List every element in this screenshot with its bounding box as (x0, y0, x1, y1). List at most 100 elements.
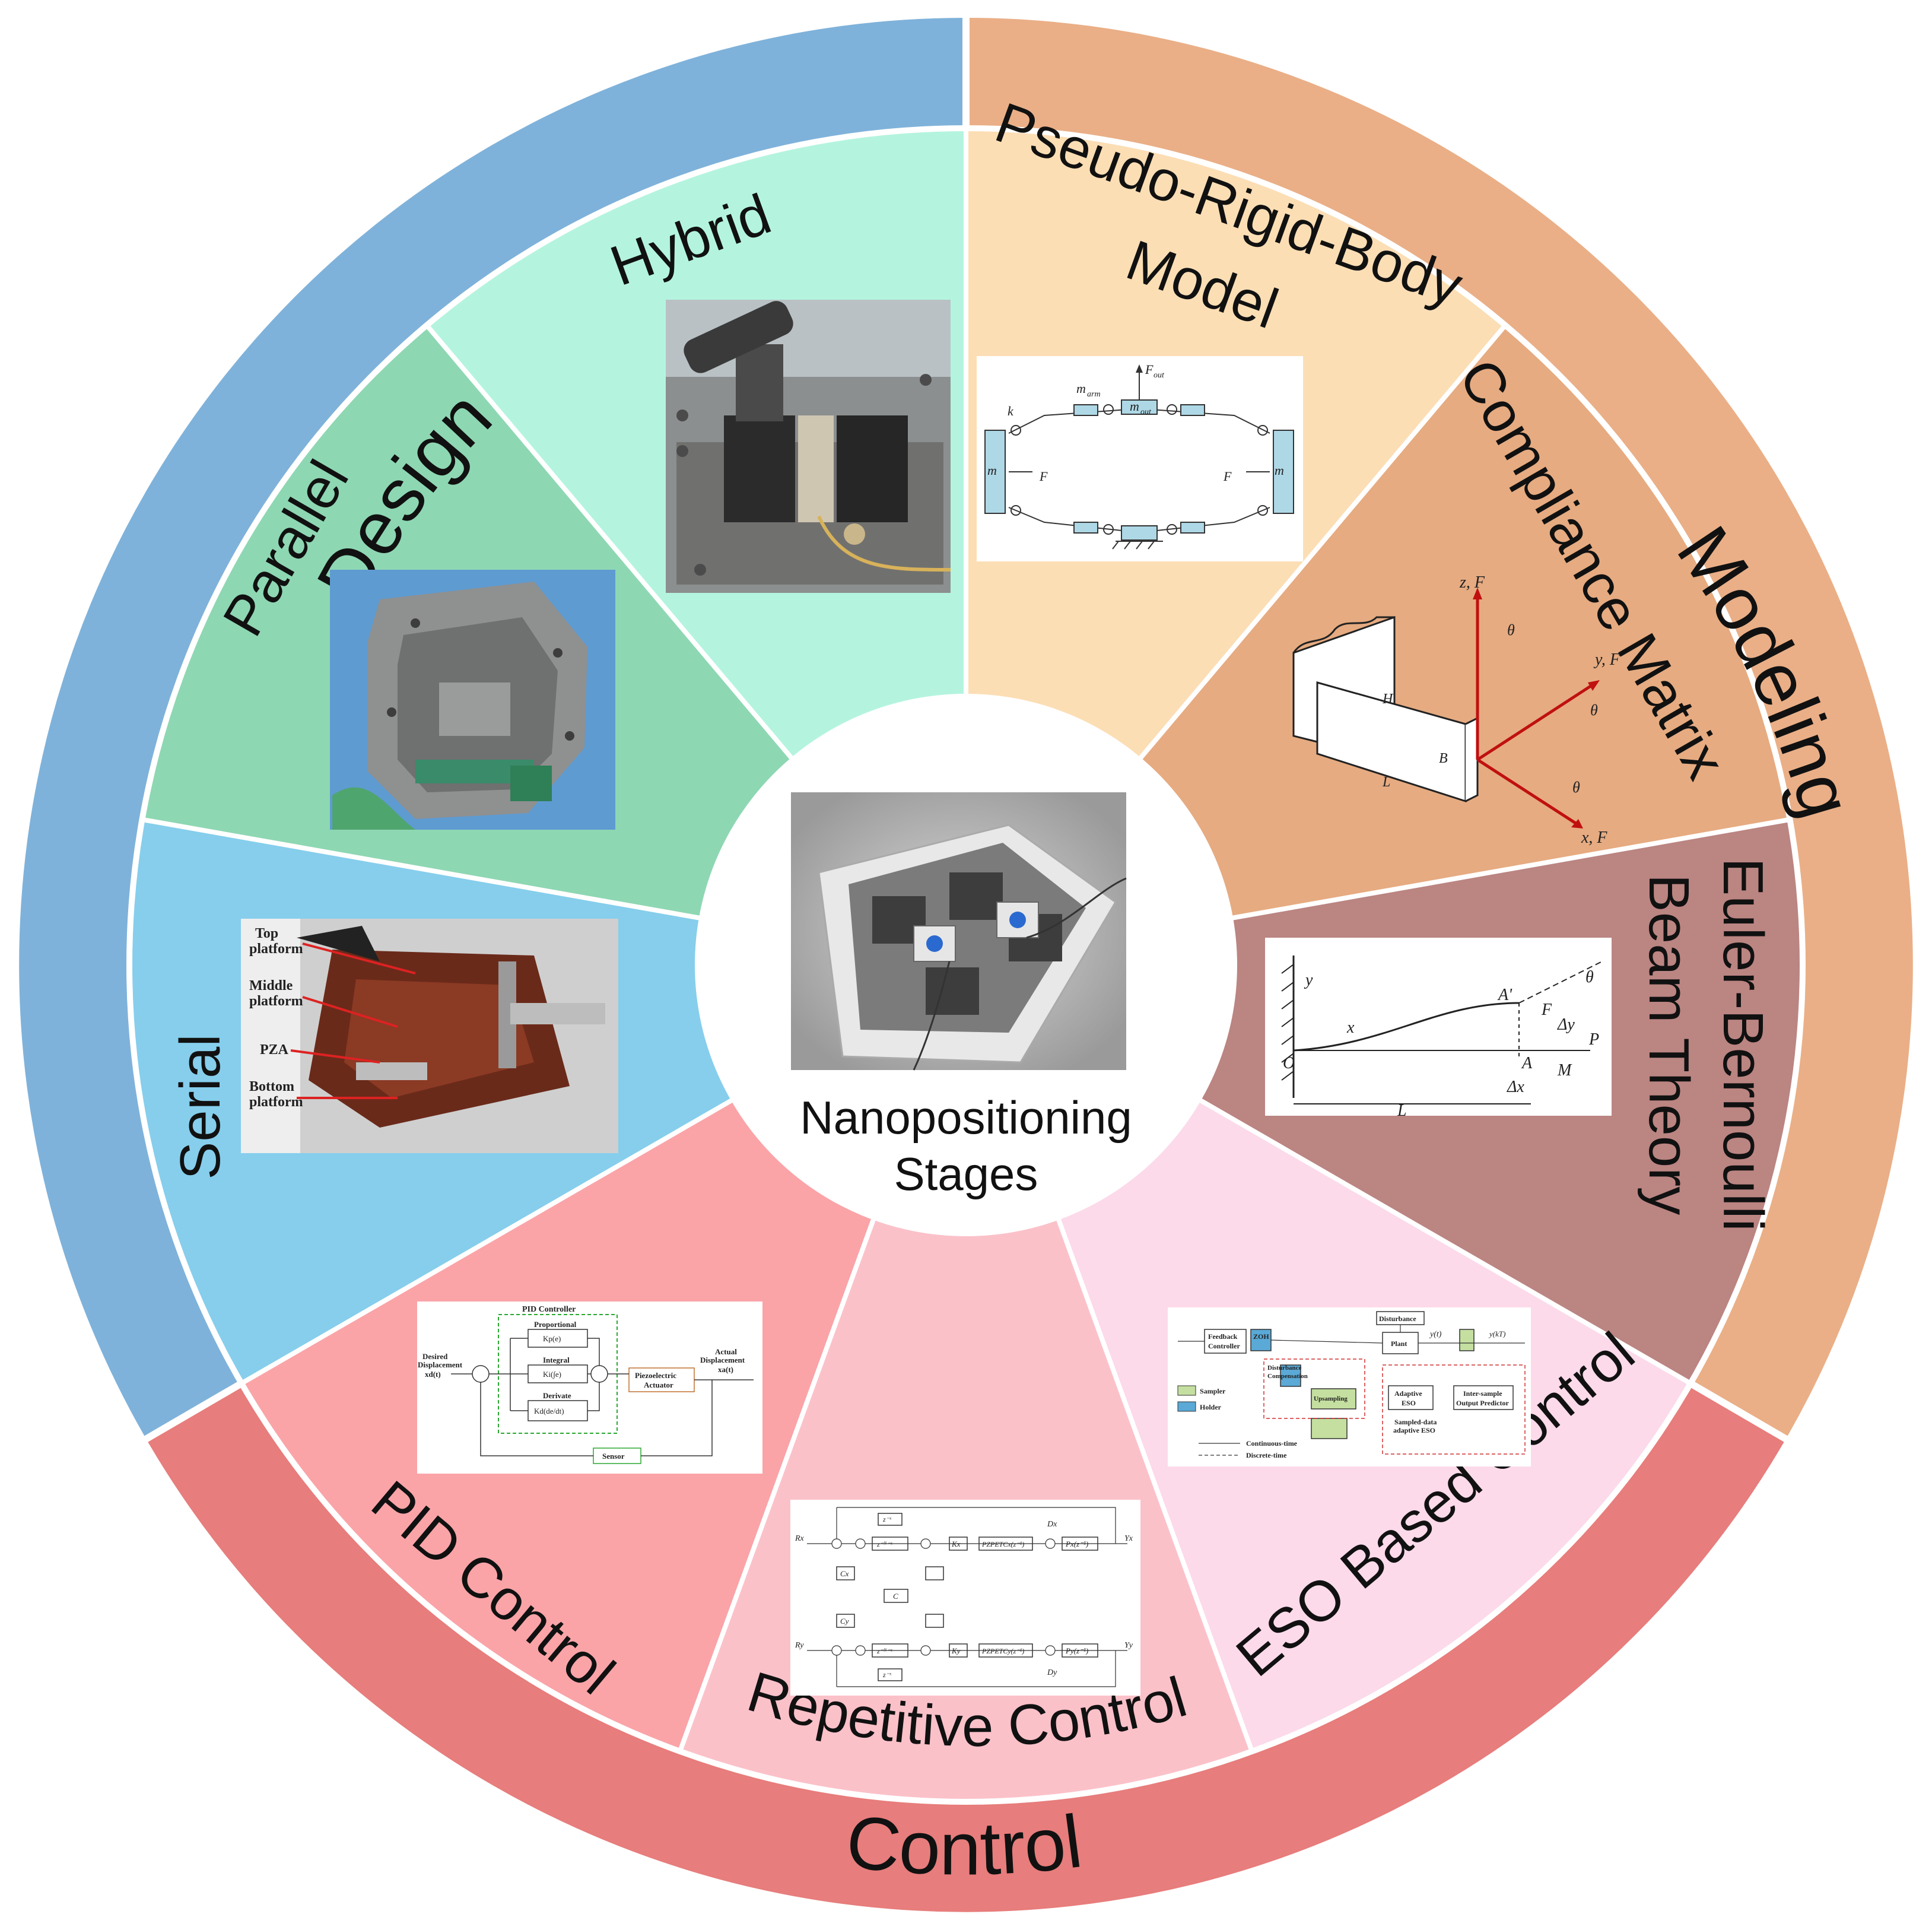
compliance-theta-z: θ (1507, 621, 1515, 639)
euler-theta: θ (1585, 968, 1594, 986)
eso-zoh: ZOH (1253, 1332, 1269, 1341)
pid-title: PID Controller (522, 1305, 576, 1314)
serial-top-label: Top (255, 926, 278, 941)
euler-y: y (1304, 971, 1313, 989)
serial-bottom-label: Bottom (249, 1079, 294, 1094)
pid-xd: xd(t) (425, 1370, 441, 1379)
pid-actuator-2: Actuator (644, 1380, 673, 1389)
euler-O: O (1283, 1054, 1295, 1072)
eso-inter-2: Output Predictor (1456, 1399, 1509, 1407)
rc-px: Px(z⁻¹) (1065, 1539, 1088, 1548)
euler-M: M (1557, 1061, 1572, 1080)
pid-integral: Integral (543, 1356, 570, 1364)
eso-feedback-2: Controller (1208, 1342, 1240, 1350)
prbm-mout: m (1130, 399, 1139, 414)
compliance-B: B (1439, 751, 1448, 766)
pid-kd: Kd(de/dt) (534, 1407, 564, 1415)
parallel-stage-photo (330, 570, 615, 830)
euler-F: F (1541, 1001, 1552, 1019)
compliance-x: x, F (1581, 828, 1607, 847)
pid-derivate: Derivate (543, 1391, 571, 1400)
serial-stage-photo: Top platform Middle platform PZA Bottom … (241, 919, 618, 1153)
compliance-z: z, F (1459, 573, 1485, 592)
prbm-marm-sub: arm (1087, 390, 1101, 399)
compliance-theta-x: θ (1572, 779, 1580, 796)
euler-x: x (1346, 1018, 1355, 1037)
rc-ry: Ry (795, 1641, 804, 1650)
serial-pza-label: PZA (260, 1042, 289, 1058)
eso-inter: Inter-sample (1463, 1389, 1502, 1398)
eso-holder: Holder (1200, 1403, 1222, 1411)
rc-delay-x: z⁻ᴺ⁻ˢ (876, 1540, 892, 1548)
eso-upsampling: Upsampling (1314, 1395, 1348, 1402)
prbm-min-left: m (987, 463, 997, 478)
rc-ky: Ky (951, 1646, 961, 1655)
eso-sampled-2: adaptive ESO (1393, 1426, 1435, 1434)
eso-cont: Continuous-time (1246, 1439, 1298, 1448)
repetitive-figure: Rx Ry Yx Yy Dx Dy Cx Cy C Kx Ky PZPETCx(… (790, 1500, 1140, 1696)
pid-actual: Actual (715, 1347, 737, 1356)
prbm-fout: F (1145, 362, 1154, 377)
prbm-marm: m (1076, 381, 1086, 396)
prbm-fout-sub: out (1154, 371, 1165, 380)
rc-yx: Yx (1124, 1534, 1133, 1543)
rc-c: C (893, 1592, 898, 1601)
hybrid-stage-photo (666, 300, 951, 593)
prbm-min-right: m (1275, 463, 1284, 478)
prbm-fin-left: F (1039, 469, 1048, 484)
pid-desired-2: Displacement (418, 1360, 463, 1369)
eso-feedback: Feedback (1208, 1332, 1238, 1341)
euler-dx: Δx (1507, 1078, 1524, 1096)
center-title-line1: Nanopositioning (800, 1091, 1132, 1144)
compliance-figure: z, F y, F x, F θ θ θ H B L (1292, 573, 1620, 847)
euler-P: P (1588, 1030, 1599, 1049)
serial-label: Serial (169, 1034, 232, 1179)
control-label: Control (843, 1799, 1086, 1890)
center-stage-photo (791, 792, 1127, 1071)
serial-top-label-2: platform (249, 941, 303, 957)
rc-rx: Rx (795, 1534, 805, 1543)
euler-A-prime: A' (1497, 986, 1512, 1004)
pid-actual-2: Displacement (700, 1356, 745, 1364)
rc-cx: Cx (840, 1569, 849, 1578)
prbm-kth: k (1008, 404, 1014, 418)
euler-dy: Δy (1557, 1015, 1575, 1034)
compliance-H: H (1382, 691, 1394, 707)
rc-delay-y: z⁻ᴺ⁻ˢ (876, 1647, 892, 1655)
compliance-theta-y: θ (1590, 701, 1598, 719)
euler-figure: y x O A A' F Δy P M θ Δx L (1265, 938, 1612, 1120)
outer-dividers (138, 12, 1794, 1446)
eso-sampler: Sampler (1200, 1387, 1226, 1395)
eso-yk: y(kT) (1488, 1329, 1505, 1338)
serial-middle-label-2: platform (249, 993, 303, 1009)
pid-kp: Kp(e) (543, 1334, 561, 1343)
pid-actuator: Piezoelectric (635, 1371, 676, 1380)
pid-desired: Desired (422, 1352, 448, 1361)
rc-cy: Cy (840, 1617, 849, 1626)
eso-dist-comp-2: Compensation (1267, 1373, 1308, 1380)
eso-figure: Feedback Controller ZOH Disturbance Plan… (1168, 1307, 1531, 1466)
euler-L: L (1397, 1102, 1407, 1120)
eso-yt: y(t) (1429, 1330, 1442, 1339)
pid-ki: Ki(∫e) (543, 1370, 561, 1379)
prbm-mout-sub: out (1140, 408, 1152, 417)
rc-dx: Dx (1047, 1520, 1057, 1529)
pid-figure: PID Controller Desired Displacement xd(t… (417, 1302, 762, 1474)
rc-dy: Dy (1047, 1668, 1057, 1677)
eso-sampled: Sampled-data (1394, 1418, 1437, 1426)
pid-proportional: Proportional (534, 1320, 577, 1329)
eso-adaptive-2: ESO (1402, 1399, 1416, 1407)
rc-zs-y: z⁻ˢ (882, 1671, 891, 1679)
eso-adaptive: Adaptive (1394, 1389, 1422, 1398)
center-title-line2: Stages (894, 1148, 1038, 1200)
euler-label-line2: Beam Theory (1637, 874, 1701, 1215)
rc-yy: Yy (1124, 1641, 1133, 1650)
euler-label-line1: Euler-Bernoulli (1711, 858, 1775, 1231)
compliance-L: L (1382, 774, 1390, 790)
rc-zpetc-x: PZPETCx(z⁻¹) (981, 1540, 1024, 1548)
rc-zpetc-y: PZPETCy(z⁻¹) (981, 1647, 1024, 1655)
prbm-figure: k m arm m out F out m m F F (977, 356, 1303, 561)
prbm-fin-right: F (1223, 469, 1232, 484)
compliance-y: y, F (1593, 650, 1620, 669)
